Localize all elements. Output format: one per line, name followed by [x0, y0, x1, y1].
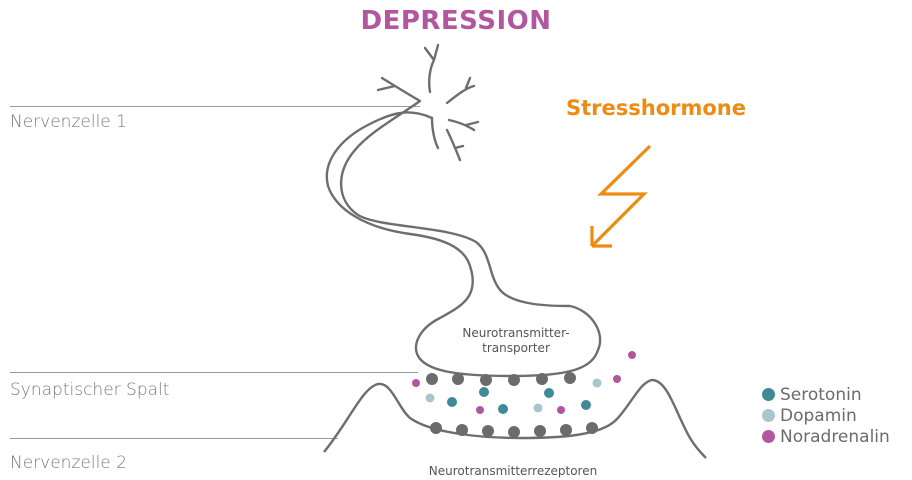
legend-item-noradrenaline: Noradrenalin — [762, 426, 890, 447]
dopamine-molecule — [426, 394, 435, 403]
legend-swatch-dopamine — [762, 409, 775, 422]
receptor-dot — [560, 424, 572, 436]
serotonin-molecules — [447, 387, 591, 414]
noradrenaline-molecule — [476, 406, 484, 414]
receptor-dot — [430, 422, 442, 434]
transporter-dot — [426, 373, 438, 385]
receptor-dot — [586, 422, 598, 434]
transporter-dot — [536, 373, 548, 385]
serotonin-molecule — [498, 404, 508, 414]
receptor-dot — [508, 426, 520, 438]
legend-label-dopamine: Dopamin — [780, 406, 857, 426]
transporter-dot — [564, 372, 576, 384]
legend: Serotonin Dopamin Noradrenalin — [762, 384, 890, 447]
transporter-dot — [508, 374, 520, 386]
legend-swatch-noradrenaline — [762, 430, 775, 443]
legend-swatch-serotonin — [762, 388, 775, 401]
noradrenaline-molecules — [412, 351, 636, 414]
receptor-dots — [430, 422, 598, 438]
serotonin-molecule — [479, 387, 489, 397]
legend-item-dopamine: Dopamin — [762, 405, 890, 426]
receptor-dot — [482, 425, 494, 437]
dopamine-molecule — [593, 379, 602, 388]
legend-label-serotonin: Serotonin — [780, 385, 862, 405]
dopamine-molecule — [534, 404, 543, 413]
serotonin-molecule — [581, 400, 591, 410]
serotonin-molecule — [544, 388, 554, 398]
noradrenaline-molecule — [613, 375, 621, 383]
noradrenaline-molecule — [557, 406, 565, 414]
transporter-dot — [480, 374, 492, 386]
receptor-dot — [456, 424, 468, 436]
legend-label-noradrenaline: Noradrenalin — [780, 427, 890, 447]
noradrenaline-molecule — [628, 351, 636, 359]
transporter-dot — [452, 373, 464, 385]
noradrenaline-molecule — [412, 379, 420, 387]
legend-item-serotonin: Serotonin — [762, 384, 890, 405]
transporter-dots — [426, 372, 576, 386]
serotonin-molecule — [447, 397, 457, 407]
receptor-dot — [534, 425, 546, 437]
